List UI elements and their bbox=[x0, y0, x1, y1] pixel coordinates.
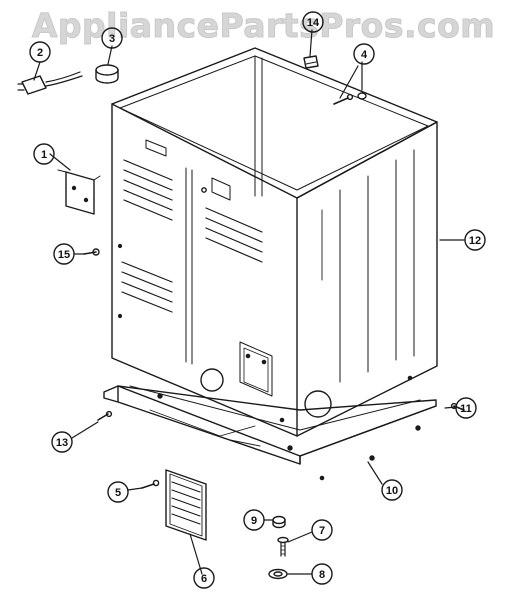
callout-12: 12 bbox=[464, 229, 486, 251]
callout-3: 3 bbox=[101, 27, 123, 49]
part-15-screw bbox=[83, 248, 100, 256]
callout-8: 8 bbox=[311, 563, 333, 585]
callout-2-label: 2 bbox=[37, 47, 43, 59]
callout-11: 11 bbox=[455, 397, 477, 419]
callout-11-label: 11 bbox=[460, 403, 472, 415]
part-14-clip bbox=[303, 55, 319, 69]
base-frame bbox=[103, 385, 437, 481]
part-13-screw bbox=[97, 410, 113, 421]
callout-3-label: 3 bbox=[109, 33, 115, 45]
part-3-terminal-block bbox=[95, 64, 119, 84]
callout-1: 1 bbox=[33, 143, 55, 165]
callout-12-label: 12 bbox=[469, 235, 481, 247]
callout-14-label: 14 bbox=[307, 17, 320, 29]
callout-15-label: 15 bbox=[58, 249, 70, 261]
leader-lines bbox=[33, 29, 465, 575]
callout-10: 10 bbox=[381, 479, 403, 501]
callout-13-label: 13 bbox=[56, 437, 68, 449]
part-5-screw bbox=[141, 479, 160, 489]
callout-15: 15 bbox=[53, 243, 75, 265]
callout-4: 4 bbox=[353, 43, 375, 65]
callout-10-label: 10 bbox=[386, 485, 398, 497]
part-2-power-cord bbox=[17, 71, 83, 95]
cabinet bbox=[111, 47, 438, 437]
callout-9: 9 bbox=[243, 509, 265, 531]
callout-2: 2 bbox=[29, 41, 51, 63]
part-6-grille bbox=[165, 469, 207, 541]
part-1-bracket bbox=[57, 169, 101, 215]
callout-13: 13 bbox=[51, 431, 73, 453]
callout-1-label: 1 bbox=[41, 149, 47, 161]
callout-9-label: 9 bbox=[251, 515, 257, 527]
part-4-screw bbox=[333, 92, 367, 105]
callout-14: 14 bbox=[302, 11, 324, 33]
leveling-leg-parts bbox=[268, 515, 289, 580]
callout-7: 7 bbox=[311, 519, 333, 541]
callout-6-label: 6 bbox=[201, 573, 207, 585]
callout-5-label: 5 bbox=[115, 487, 121, 499]
callouts: 1 2 3 14 4 15 bbox=[29, 11, 486, 589]
callout-8-label: 8 bbox=[319, 569, 325, 581]
callout-5: 5 bbox=[107, 481, 129, 503]
callout-7-label: 7 bbox=[319, 525, 325, 537]
callout-4-label: 4 bbox=[361, 49, 368, 61]
callout-6: 6 bbox=[193, 567, 215, 589]
